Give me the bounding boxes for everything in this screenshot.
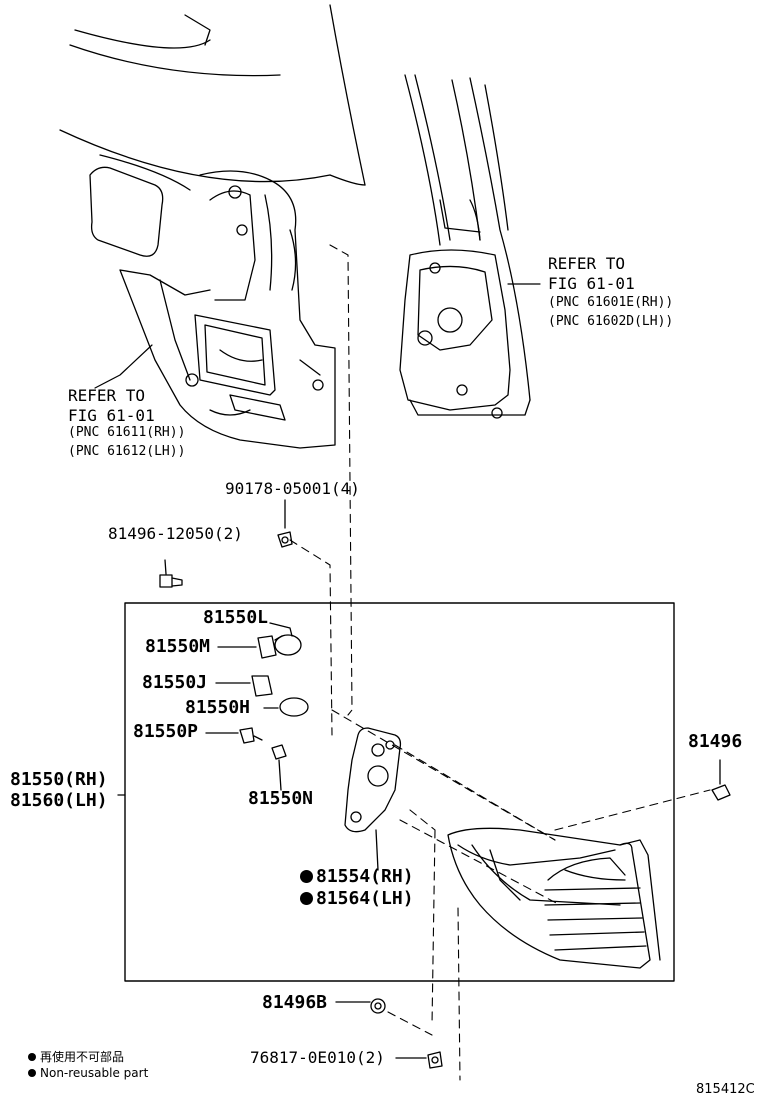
assembly-rh-label: 81550(RH) bbox=[10, 769, 108, 790]
quarter-panel-left-drawing bbox=[59, 4, 366, 449]
non-reusable-marker-lh bbox=[300, 892, 313, 905]
refer-right-pnc2: (PNC 61602D(LH)) bbox=[548, 314, 674, 329]
assembly-lh-label: 81560(LH) bbox=[10, 790, 108, 811]
part-bulb-h-label: 81550H bbox=[185, 697, 251, 718]
bulb-socket-drawings bbox=[205, 622, 309, 791]
gasket-drawing bbox=[344, 727, 402, 871]
part-nut-label: 90178-05001(4) bbox=[225, 479, 360, 498]
part-bulb-n-label: 81550N bbox=[248, 788, 314, 809]
refer-left-pnc2: (PNC 61612(LH)) bbox=[68, 444, 186, 459]
legend-en-text: Non-reusable part bbox=[40, 1066, 149, 1080]
tail-lamp-drawing bbox=[447, 827, 661, 969]
clip-b-drawing bbox=[335, 998, 386, 1014]
refer-left-line1: REFER TO bbox=[68, 386, 146, 405]
refer-right-line2: FIG 61-01 bbox=[548, 274, 635, 293]
clip-b-label: 81496B bbox=[262, 992, 328, 1013]
part-screw-label: 81496-12050(2) bbox=[108, 524, 243, 543]
refer-left-pnc1: (PNC 61611(RH)) bbox=[68, 425, 186, 440]
clip-bottom-label: 76817-0E010(2) bbox=[250, 1048, 385, 1067]
nut-drawing bbox=[277, 499, 293, 548]
part-socket-m-label: 81550M bbox=[145, 636, 211, 657]
gasket-rh-label: 81554(RH) bbox=[300, 868, 414, 886]
refer-left-line2: FIG 61-01 bbox=[68, 406, 155, 425]
assembly-box bbox=[124, 602, 675, 982]
screw-drawing bbox=[159, 559, 183, 588]
part-socket-p-label: 81550P bbox=[133, 721, 199, 742]
part-socket-j-label: 81550J bbox=[142, 672, 208, 693]
clip-right-drawing bbox=[711, 759, 731, 801]
legend-dot-en bbox=[28, 1069, 36, 1077]
clip-right-label: 81496 bbox=[688, 731, 743, 752]
non-reusable-marker-rh bbox=[300, 870, 313, 883]
refer-right-pnc1: (PNC 61601E(RH)) bbox=[548, 295, 674, 310]
legend-dot-cn bbox=[28, 1053, 36, 1061]
quarter-panel-right-drawing bbox=[399, 74, 541, 419]
figure-code: 815412C bbox=[696, 1082, 755, 1097]
legend-cn-text: 再使用不可部品 bbox=[40, 1050, 125, 1064]
gasket-lh-text: 81564(LH) bbox=[316, 888, 414, 909]
refer-right-line1: REFER TO bbox=[548, 254, 626, 273]
gasket-lh-label: 81564(LH) bbox=[300, 890, 414, 908]
legend-en: Non-reusable part bbox=[28, 1066, 148, 1080]
alignment-dashes bbox=[289, 244, 711, 1081]
clip-bottom-drawing bbox=[395, 1051, 443, 1069]
part-bulb-l-label: 81550L bbox=[203, 607, 269, 628]
gasket-rh-text: 81554(RH) bbox=[316, 866, 414, 887]
legend-cn: 再使用不可部品 bbox=[28, 1048, 124, 1065]
